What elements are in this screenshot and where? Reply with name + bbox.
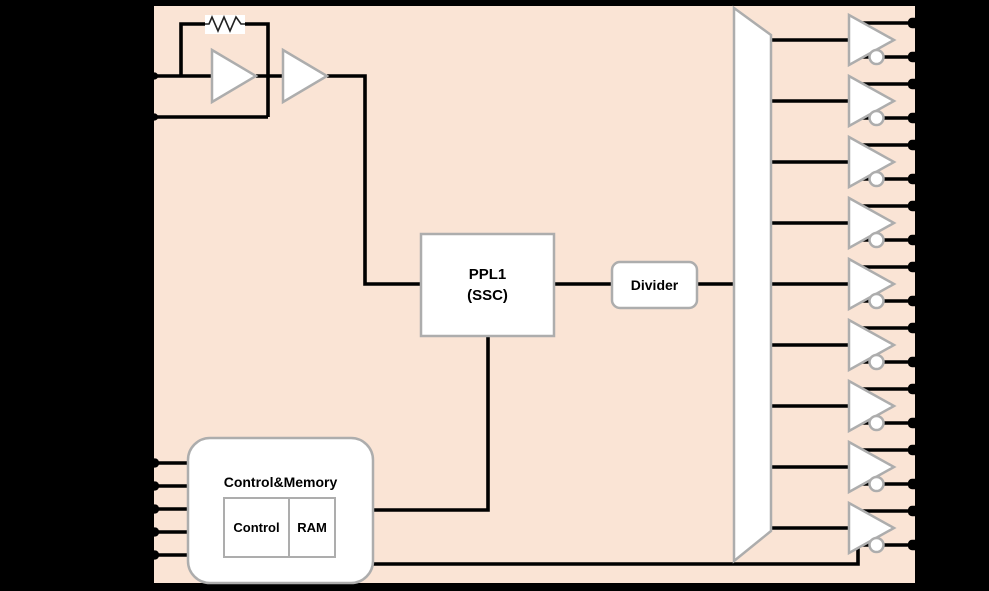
crystal-pin-dot bbox=[150, 113, 159, 121]
divider-block bbox=[610, 260, 699, 310]
osc-to-pll-wire bbox=[327, 74, 421, 286]
inverted-output-bubble bbox=[868, 231, 885, 249]
oscillator-buffer-triangle bbox=[281, 47, 330, 105]
inverted-output-bubble bbox=[868, 292, 885, 310]
pll-block bbox=[419, 232, 556, 338]
pll-to-control-wire bbox=[373, 336, 490, 512]
output-pin-dot bbox=[910, 358, 919, 366]
control-pin-dot bbox=[150, 528, 159, 536]
output-pin-dot bbox=[910, 175, 919, 183]
output-pin-dot bbox=[910, 297, 919, 305]
output-pin-dot bbox=[910, 53, 919, 61]
ram-cell bbox=[288, 497, 336, 558]
inverted-output-bubble bbox=[868, 414, 885, 432]
resistor-zigzag-icon bbox=[205, 14, 245, 34]
output-pin-dot bbox=[910, 419, 919, 427]
control-to-output-wire bbox=[373, 546, 860, 566]
output-pin-dot bbox=[910, 480, 919, 488]
control-cell bbox=[223, 497, 290, 558]
control-pin-dot bbox=[150, 459, 159, 467]
inverted-output-bubble bbox=[868, 475, 885, 493]
output-mux bbox=[732, 5, 773, 564]
control-pin-dot bbox=[150, 551, 159, 559]
output-pin-dot bbox=[910, 541, 919, 549]
control-pin-dot bbox=[150, 505, 159, 513]
oscillator-amp-triangle bbox=[210, 47, 259, 105]
feedback-left-wire bbox=[179, 22, 205, 76]
crystal-pin-dot bbox=[150, 72, 159, 80]
output-pin-dot bbox=[910, 114, 919, 122]
inverted-output-bubble bbox=[868, 170, 885, 188]
feedback-right-wire bbox=[245, 22, 270, 117]
inverted-output-bubble bbox=[868, 109, 885, 127]
inverted-output-bubble bbox=[868, 48, 885, 66]
control-pin-dot bbox=[150, 482, 159, 490]
inverted-output-bubble bbox=[868, 353, 885, 371]
output-pin-dot bbox=[910, 236, 919, 244]
inverted-output-bubble bbox=[868, 536, 885, 554]
